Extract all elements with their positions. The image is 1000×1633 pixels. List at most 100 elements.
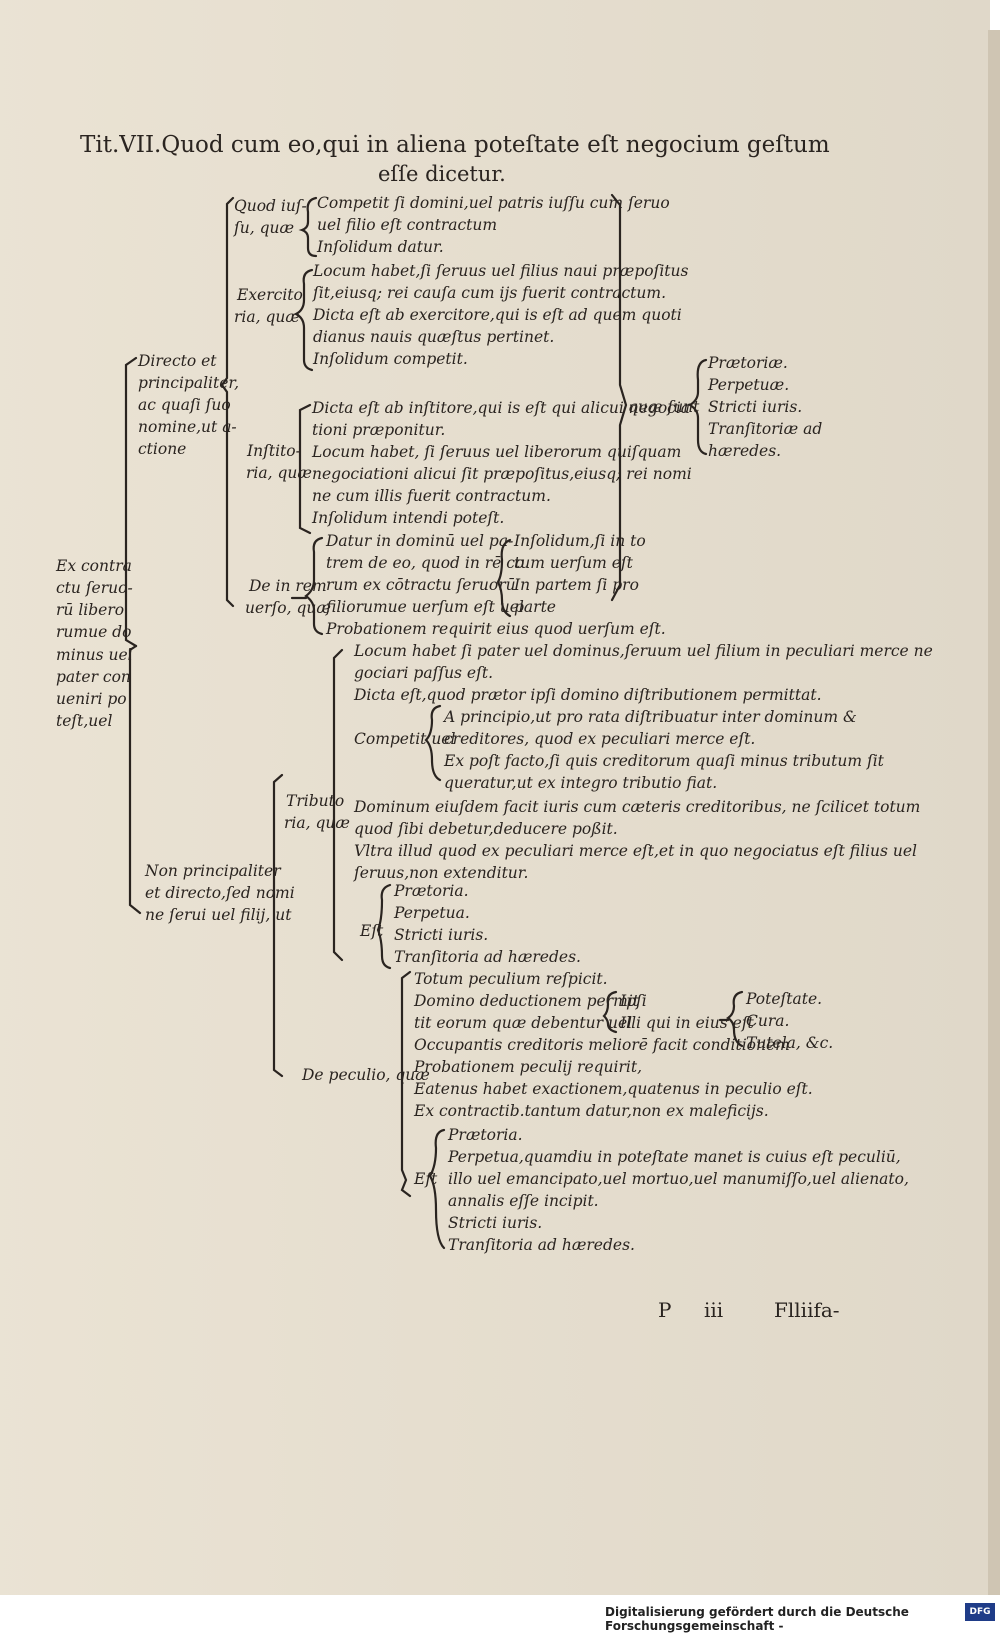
chapter-title: Tit.VII.Quod cum eo,qui in aliena poteſt… <box>80 132 830 158</box>
tributoria-est-item-1: Prætoria. <box>394 882 469 900</box>
datur-line-1: Datur in dominū uel pa- <box>326 532 514 550</box>
peculio-ipsi: Ipſi <box>620 992 647 1010</box>
potestate-item-2: Cura. <box>746 1012 790 1030</box>
digitization-credit: Digitalisierung gefördert durch die Deut… <box>605 1605 909 1633</box>
exercitoria-label-1: Exercito <box>237 286 303 304</box>
institoria-item-4: negociationi alicui ſit præpoſitus,eiusq… <box>312 465 692 483</box>
signature-number: iii <box>704 1298 724 1322</box>
institoria-item-1: Dicta eſt ab inſtitore,qui is eſt qui al… <box>312 399 691 417</box>
dfg-logo: DFG <box>965 1603 995 1621</box>
ex-contractu-line-5: minus uel <box>56 646 133 664</box>
peculio-est-item-4: annalis eſſe incipit. <box>448 1192 599 1210</box>
quod-iussu-label-2: ſu, quæ <box>234 219 295 237</box>
directo-line-5: ctione <box>138 440 187 458</box>
probationem-line: Probationem requirit eius quod uerſum eſ… <box>326 620 666 638</box>
quae-sunt-label: quæ ſunt <box>628 398 700 416</box>
directo-line-2: principaliter, <box>138 374 240 392</box>
quae-sunt-item-2: Perpetuæ. <box>708 376 790 394</box>
quae-sunt-item-4: Tranſitoriæ ad <box>708 420 823 438</box>
exercitoria-item-4: dianus nauis quæſtus pertinet. <box>313 328 555 346</box>
insolidum-line-1: Inſolidum,ſi in to <box>514 532 646 550</box>
quae-sunt-item-3: Stricti iuris. <box>708 398 803 416</box>
institoria-label-1: Inſtito- <box>247 442 301 460</box>
peculio-est-item-1: Prætoria. <box>448 1126 523 1144</box>
tributoria-item-2: gociari paſſus eſt. <box>354 664 493 682</box>
peculio-item-4: Occupantis creditoris meliorē facit cond… <box>414 1036 790 1054</box>
non-principaliter-line-2: et directo,ſed nomi <box>145 884 295 902</box>
tributoria-item-1: Locum habet ſi pater uel dominus,ſeruum … <box>354 642 933 660</box>
tributoria-more-1: Dominum eiuſdem facit iuris cum cæteris … <box>354 798 921 816</box>
non-principaliter-line-3: ne ſerui uel filij, ut <box>145 906 292 924</box>
in-rem-verso-label-2: uerſo, quæ <box>245 599 331 617</box>
peculio-item-7: Ex contractib.tantum datur,non ex malefi… <box>414 1102 769 1120</box>
quae-sunt-item-1: Prætoriæ. <box>708 354 788 372</box>
in-partem-line-1: In partem ſi pro <box>514 576 639 594</box>
bracket-de-peculio <box>400 970 412 1198</box>
brace-insolidum <box>496 538 512 618</box>
bracket-institoria <box>298 403 312 535</box>
book-page <box>0 0 990 1595</box>
ex-contractu-line-1: Ex contra <box>56 557 132 575</box>
brace-exercitoria <box>293 268 314 372</box>
tributoria-label-1: Tributo <box>286 792 345 810</box>
competit-a-line-1: A principio,ut pro rata diſtribuatur int… <box>444 708 857 726</box>
in-partem-line-2: parte <box>514 598 556 616</box>
institoria-item-2: tioni præponitur. <box>312 421 446 439</box>
bracket-main-upper <box>124 356 138 648</box>
competit-b-line-1: Ex poſt facto,ſi quis creditorum quaſi m… <box>444 752 884 770</box>
competit-a-line-2: creditores, quod ex peculiari merce eſt. <box>444 730 756 748</box>
peculio-item-1: Totum peculium reſpicit. <box>414 970 608 988</box>
tributoria-more-3: Vltra illud quod ex peculiari merce eſt,… <box>354 842 917 860</box>
bracket-tributoria <box>332 648 344 962</box>
bracket-main-lower <box>128 644 142 915</box>
ex-contractu-line-2: ctu ſeruo- <box>56 579 133 597</box>
ex-contractu-line-4: rumue do <box>56 623 132 641</box>
bracket-directo <box>220 196 235 608</box>
ex-contractu-line-7: ueniri po <box>56 690 127 708</box>
ex-contractu-line-6: pater con <box>56 668 131 686</box>
institoria-item-6: Inſolidum intendi poteſt. <box>312 509 505 527</box>
quod-iussu-item-1: Competit ſi domini,uel patris iuſſu cum … <box>317 194 670 212</box>
peculio-est-item-6: Tranſitoria ad hæredes. <box>448 1236 635 1254</box>
brace-quod-iussu <box>298 196 318 258</box>
competit-b-line-2: queratur,ut ex integro tributio fiat. <box>444 774 718 792</box>
ex-contractu-line-3: rū libero <box>56 601 125 619</box>
peculio-est-item-5: Stricti iuris. <box>448 1214 543 1232</box>
brace-potestate <box>726 990 744 1048</box>
non-principaliter-line-1: Non principaliter <box>145 862 281 880</box>
peculio-item-3: tit eorum quæ debentur uel <box>414 1014 633 1032</box>
directo-line-3: ac quaſi ſuo <box>138 396 231 414</box>
quod-iussu-item-3: Inſolidum datur. <box>317 238 444 256</box>
ex-contractu-line-8: teſt,uel <box>56 712 113 730</box>
tributoria-label-2: ria, quæ <box>284 814 350 832</box>
bracket-non-principaliter <box>272 773 284 1078</box>
exercitoria-item-5: Inſolidum competit. <box>313 350 468 368</box>
potestate-item-1: Poteſtate. <box>746 990 823 1008</box>
peculio-est-item-2: Perpetua,quamdiu in poteſtate manet is c… <box>448 1148 901 1166</box>
quae-sunt-item-5: hæredes. <box>708 442 782 460</box>
exercitoria-item-1: Locum habet,ſi ſeruus uel filius naui pr… <box>313 262 689 280</box>
tributoria-est-item-4: Tranſitoria ad hæredes. <box>394 948 581 966</box>
peculio-item-5: Probationem peculij requirit, <box>414 1058 643 1076</box>
tributoria-est-item-2: Perpetua. <box>394 904 470 922</box>
page-edge <box>988 30 1000 1595</box>
brace-quae-sunt <box>687 358 708 456</box>
datur-line-2: trem de eo, quod in rē co <box>326 554 525 572</box>
peculio-est-item-3: illo uel emancipato,uel mortuo,uel manum… <box>448 1170 909 1188</box>
directo-line-1: Directo et <box>138 352 217 370</box>
bracket-in-rem-verso <box>304 536 324 636</box>
catchword: Flliifa- <box>774 1298 840 1322</box>
chapter-title-continued: eſſe dicetur. <box>378 162 506 186</box>
tributoria-est-label: Eſt <box>360 922 384 940</box>
bracket-right-tall <box>610 193 628 602</box>
exercitoria-label-2: ria, quæ <box>234 308 300 326</box>
brace-est-peculio <box>428 1128 446 1250</box>
brace-ipsi-illi <box>602 990 618 1034</box>
directo-line-4: nomine,ut a- <box>138 418 237 436</box>
tributoria-more-4: ſeruus,non extenditur. <box>354 864 529 882</box>
tributoria-item-3: Dicta eſt,quod prætor ipſi domino diſtri… <box>354 686 822 704</box>
institoria-item-3: Locum habet, ſi ſeruus uel liberorum qui… <box>312 443 682 461</box>
insolidum-line-2: tum uerſum eſt <box>514 554 633 572</box>
tributoria-est-item-3: Stricti iuris. <box>394 926 489 944</box>
